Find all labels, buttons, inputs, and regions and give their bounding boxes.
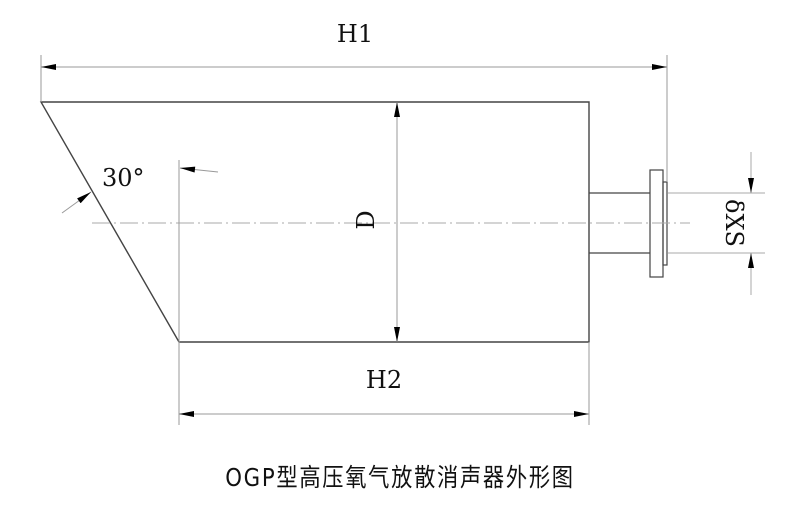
angle-label: 30° [102,164,145,192]
drawing-caption: OGP型高压氧气放散消声器外形图 [225,463,575,492]
h1-label: H1 [337,20,373,48]
dimension-angle [61,166,219,214]
d-label: D [352,210,380,229]
silencer-body [39,101,590,343]
dimension-pipe [668,152,765,295]
pipe-spec-label: δXS [720,199,748,247]
h2-label: H2 [366,366,402,394]
